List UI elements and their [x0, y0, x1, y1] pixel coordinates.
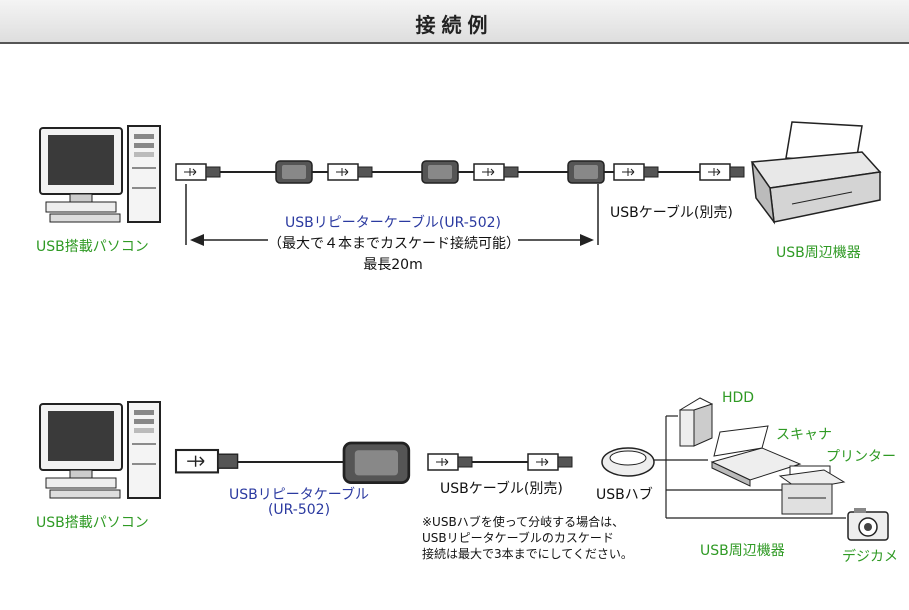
pc-label: USB搭載パソコン	[36, 239, 149, 255]
printer-label: プリンター	[826, 449, 896, 465]
usb-plug-icon	[613, 163, 659, 181]
usb-plug-icon	[473, 163, 519, 181]
devices-label: USB周辺機器	[700, 543, 785, 559]
max-length-label: 最長20m	[363, 257, 423, 273]
scanner-icon	[710, 425, 802, 487]
extender-icon	[275, 160, 313, 184]
usb-hub-icon	[601, 447, 655, 477]
pc-icon-top	[39, 125, 161, 223]
hdd-icon	[678, 397, 714, 447]
scanner-label: スキャナ	[776, 427, 832, 443]
cascade-note: （最大で４本までカスケード接続可能）	[268, 236, 520, 252]
camera-icon	[847, 508, 889, 541]
usb-plug-icon	[699, 163, 745, 181]
arrow-left-icon	[190, 234, 204, 246]
pc-icon-bottom	[39, 401, 161, 499]
usb-plug-icon	[174, 448, 239, 474]
hub-label: USBハブ	[596, 487, 653, 503]
cable-title: USBリピーターケーブル(UR-502)	[284, 215, 501, 231]
hub-note-line1: ※USBハブを使って分岐する場合は、	[422, 515, 625, 529]
extender-icon	[342, 441, 411, 484]
arrow-right-icon	[580, 234, 594, 246]
extender-icon	[567, 160, 605, 184]
page-title: 接続例	[415, 13, 494, 37]
pc-label-2: USB搭載パソコン	[36, 515, 149, 531]
usb-cable-label-2: USBケーブル(別売)	[440, 481, 563, 497]
printer-icon-small	[778, 465, 846, 515]
cable-title-line2: (UR-502)	[267, 502, 331, 518]
extender-icon	[421, 160, 459, 184]
hub-note-line3: 接続は最大で3本までにしてください。	[422, 547, 633, 561]
cable-title-line1: USBリピータケーブル	[229, 487, 369, 503]
hdd-label: HDD	[722, 390, 755, 406]
device-label: USB周辺機器	[776, 245, 861, 261]
header-bar: 接続例	[0, 0, 909, 44]
usb-plug-icon	[327, 163, 373, 181]
printer-icon	[750, 121, 882, 225]
usb-plug-icon	[527, 453, 573, 471]
usb-cable-label: USBケーブル(別売)	[610, 205, 733, 221]
usb-plug-icon	[427, 453, 473, 471]
hub-note-line2: USBリピータケーブルのカスケード	[422, 531, 614, 545]
camera-label: デジカメ	[842, 549, 898, 565]
usb-plug-icon	[175, 163, 221, 181]
